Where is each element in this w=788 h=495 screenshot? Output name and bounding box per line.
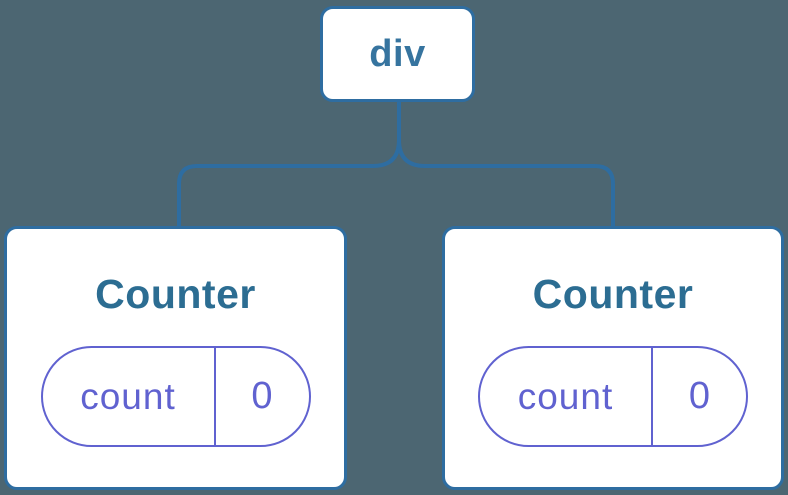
component-card-counter-right: Counter count 0 <box>442 226 784 490</box>
component-card-counter-left: Counter count 0 <box>4 226 347 490</box>
state-value: 0 <box>251 375 273 417</box>
connector-right-branch <box>397 102 615 227</box>
root-node-label: div <box>369 32 426 75</box>
connector-left-branch <box>177 102 401 227</box>
component-title: Counter <box>95 271 256 317</box>
state-key-label: count <box>43 348 216 445</box>
state-pill: count 0 <box>40 346 311 447</box>
state-key-label: count <box>480 348 653 445</box>
state-pill: count 0 <box>478 346 748 447</box>
state-value: 0 <box>688 375 711 417</box>
root-node-div: div <box>320 6 475 102</box>
component-title: Counter <box>532 271 694 317</box>
